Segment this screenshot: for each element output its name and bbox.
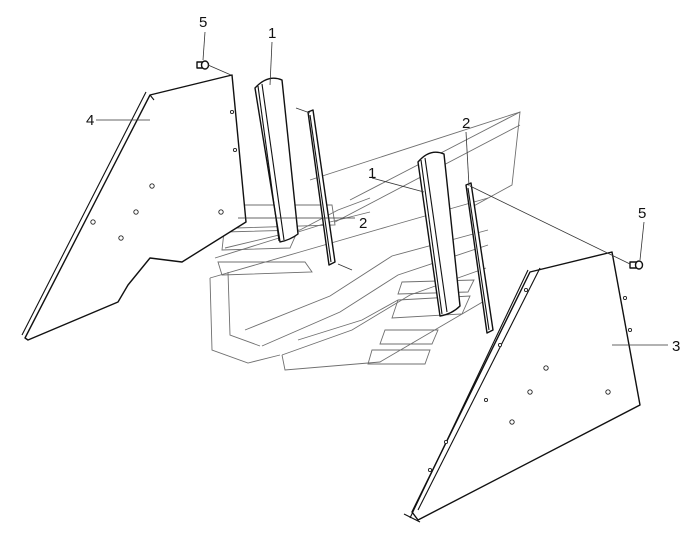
panel-hole [497,342,503,348]
panel-hole [90,219,96,225]
panel-hole [232,147,238,153]
left-small-strip [307,109,336,266]
right-small-strip [465,182,494,334]
panel-hole [229,109,235,115]
panel-hole [509,419,515,425]
callout-labels: 5 1 4 2 2 1 5 3 [86,14,680,355]
panel-hole [627,327,633,333]
panel-hole [118,235,124,241]
callout-left-bolt: 5 [199,14,207,31]
callout-right-panel-strip: 1 [368,165,376,182]
callout-left-panel: 4 [86,112,94,129]
panel-hole [605,389,611,395]
left-side-panel [21,74,247,341]
panel-hole [622,295,628,301]
leader-lines [96,31,668,346]
panel-hole [527,389,533,395]
right-bolt [629,260,644,270]
callout-right-bolt: 5 [638,205,646,222]
panel-hole [443,439,449,445]
panel-hole [483,397,489,403]
panel-hole [523,287,529,293]
right-panel-strip [417,151,461,317]
left-bolt [196,60,210,70]
panel-hole [543,365,549,371]
callout-right-small-strip: 2 [462,115,470,132]
panel-hole [427,467,433,473]
panel-hole [149,183,155,189]
right-side-panel [403,251,641,523]
callout-right-panel: 3 [672,338,680,355]
callout-left-panel-strip: 1 [268,25,276,42]
left-panel-strip [254,77,299,243]
panel-hole [218,209,224,215]
panel-hole [133,209,139,215]
callout-left-small-strip: 2 [359,215,367,232]
